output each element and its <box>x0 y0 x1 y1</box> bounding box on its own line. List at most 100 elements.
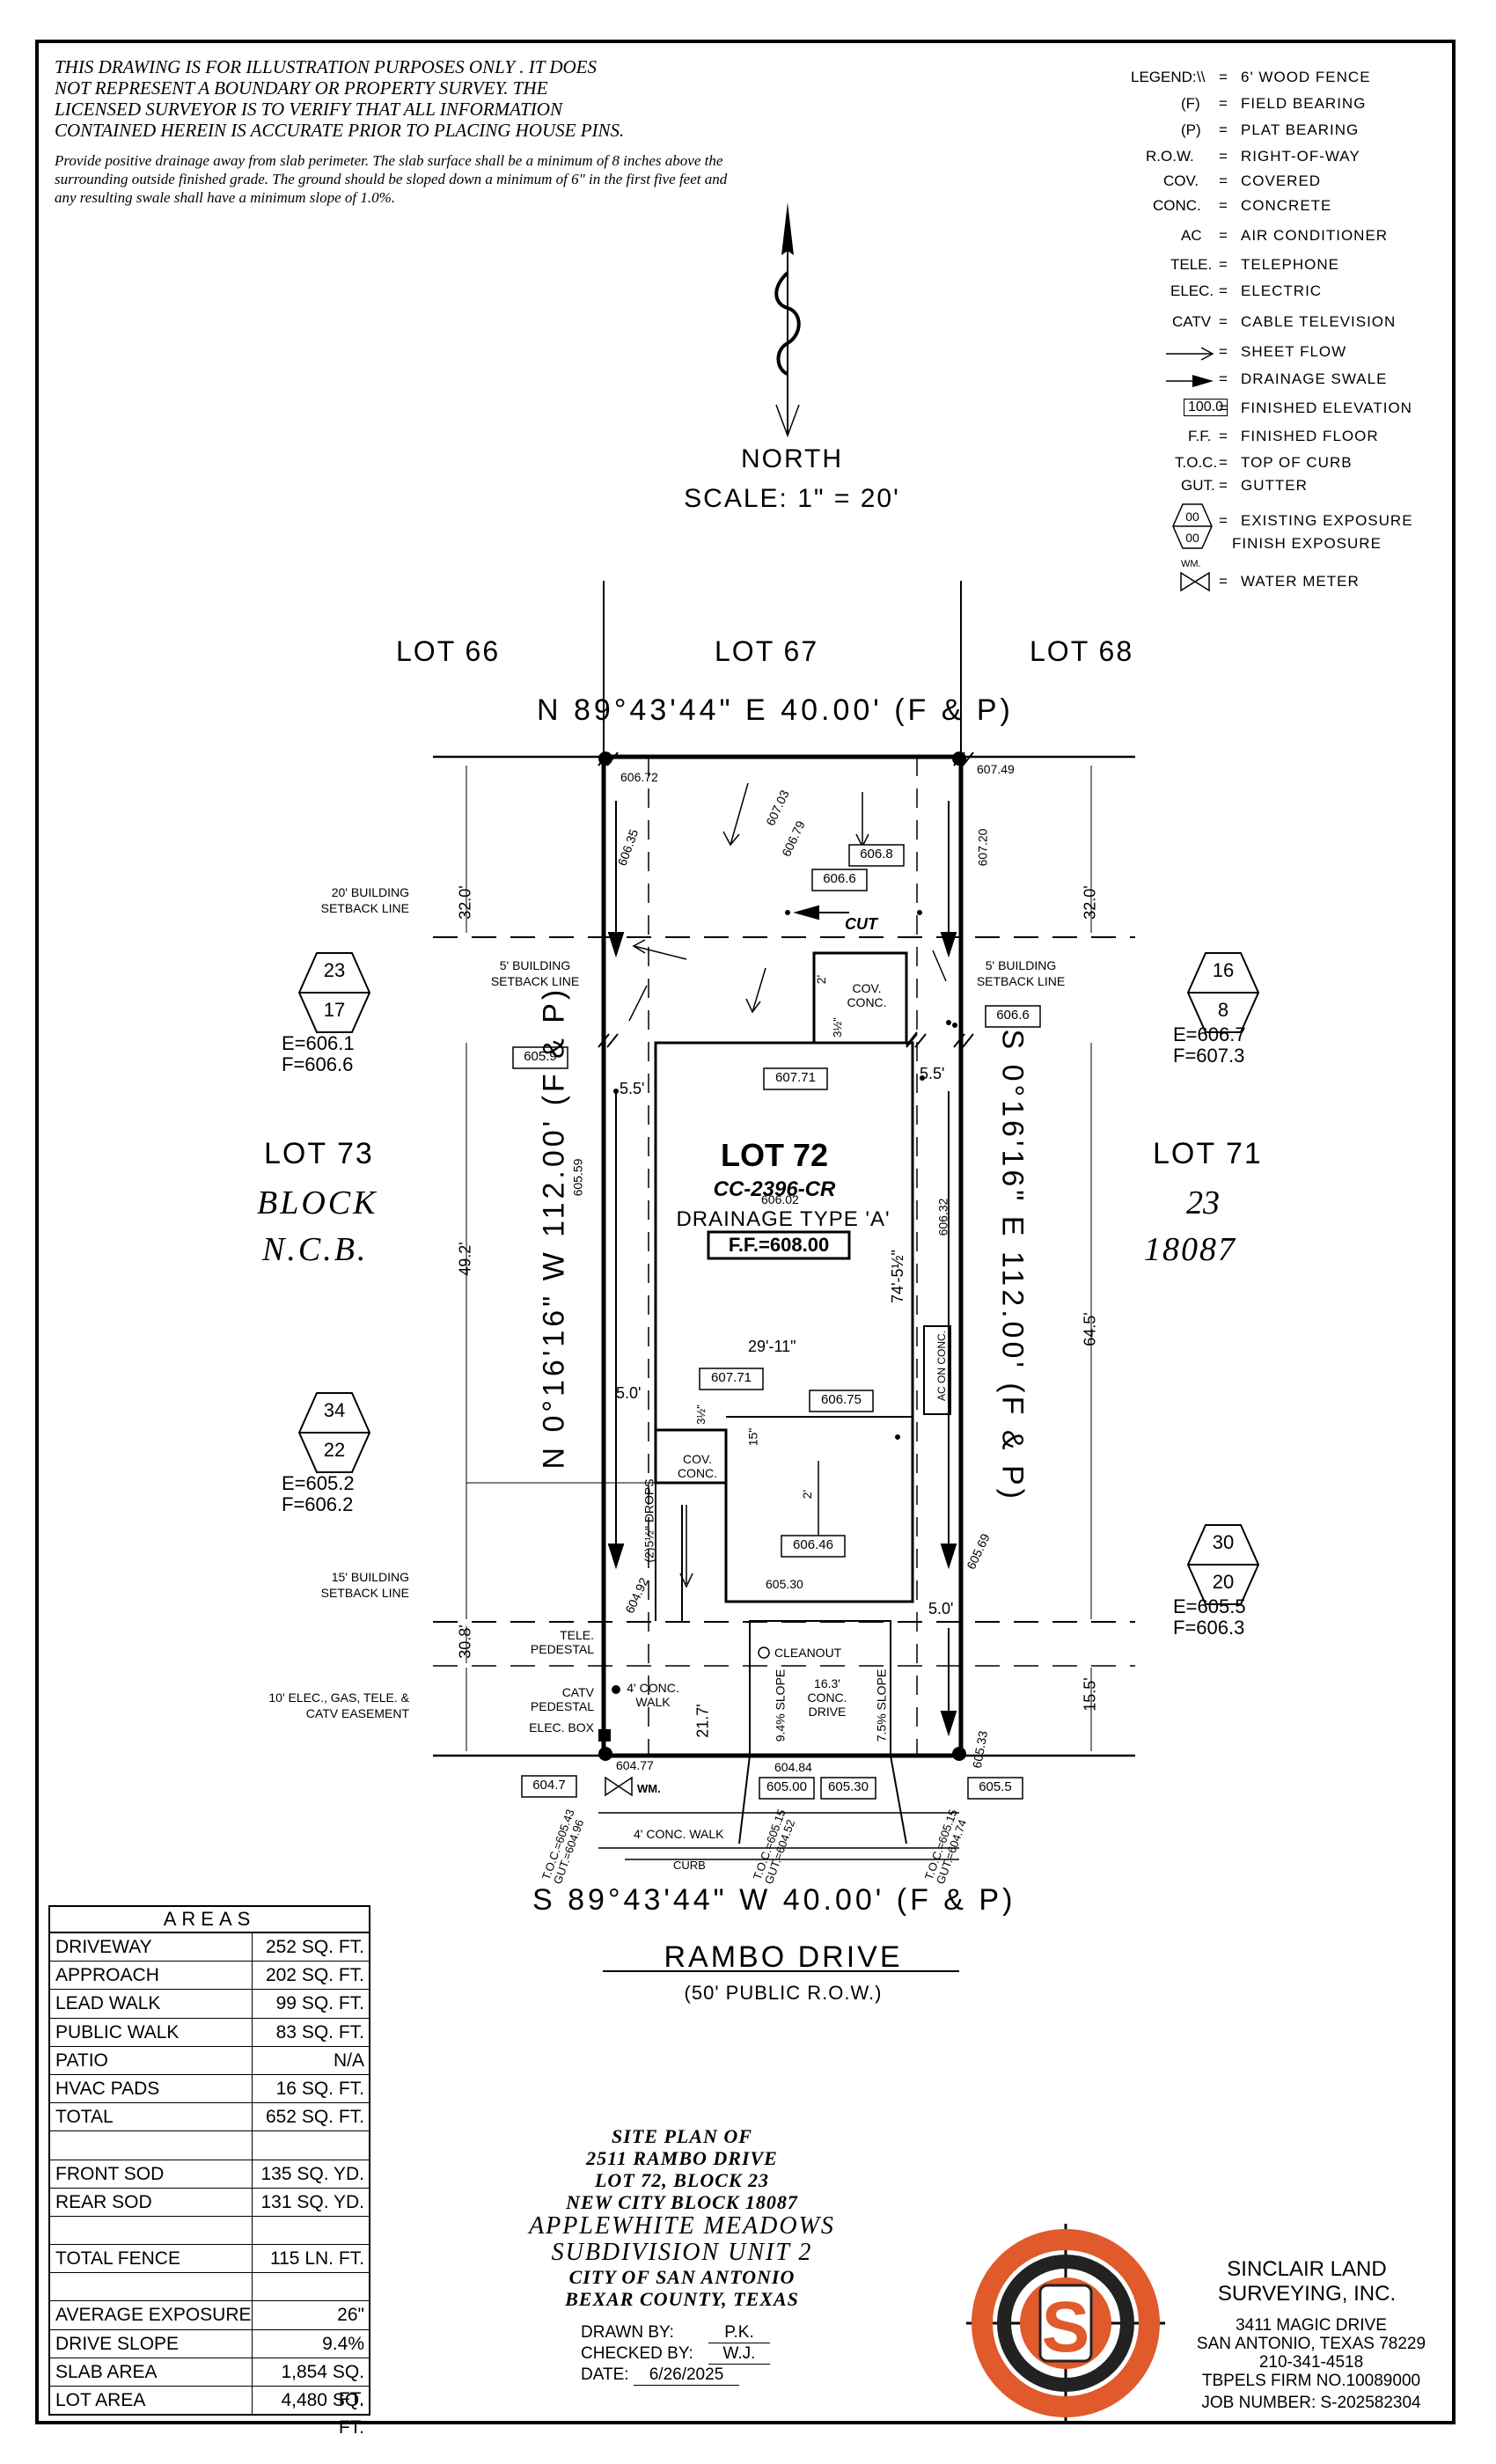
dimension: 21.7' <box>693 1704 712 1738</box>
logo-letter: S <box>1042 2287 1090 2367</box>
dimension: 30.8' <box>456 1624 474 1659</box>
drainage-note: Provide positive drainage away from slab… <box>55 152 728 206</box>
legend-symbol: R.O.W. <box>1146 148 1194 165</box>
dimension: 5.5' <box>620 1080 645 1097</box>
areas-row <box>50 2216 369 2246</box>
legend-symbol: T.O.C. <box>1175 454 1218 471</box>
legend-text: TELEPHONE <box>1241 256 1339 273</box>
elevation: 605.59 <box>570 1158 585 1197</box>
legend-text: AIR CONDITIONER <box>1241 227 1389 244</box>
drops-label: (2)5½" DROPS <box>642 1478 656 1563</box>
setback-side-label: 5' BUILDING SETBACK LINE <box>976 958 1066 988</box>
company-address: SAN ANTONIO, TEXAS 78229 <box>1196 2335 1426 2353</box>
title-line: LOT 72, BLOCK 23 <box>594 2169 770 2191</box>
exposure-e: E=606.7 <box>1173 1023 1246 1045</box>
lot-label: LOT 71 <box>1153 1137 1263 1170</box>
elec-box-label: ELEC. BOX <box>529 1720 594 1734</box>
legend-text: FINISH EXPOSURE <box>1232 535 1382 552</box>
areas-row <box>50 2273 369 2302</box>
dimension: 5.0' <box>616 1384 642 1402</box>
disclaimer-line: LICENSED SURVEYOR IS TO VERIFY THAT ALL … <box>55 99 562 120</box>
water-meter-icon <box>605 1776 633 1797</box>
setback-front-label: 20' BUILDING SETBACK LINE <box>320 885 409 915</box>
legend-symbol: TELE. <box>1170 256 1213 273</box>
legend-text: COVERED <box>1241 172 1322 189</box>
legend-text: EXISTING EXPOSURE <box>1241 512 1413 529</box>
legend-text: CONCRETE <box>1241 197 1332 214</box>
legend-symbol: CATV <box>1172 313 1212 330</box>
dimension: 32.0' <box>1081 885 1099 920</box>
lot-main-label: LOT 72 <box>720 1137 829 1173</box>
legend-row: T.O.C. = TOP OF CURB <box>1175 454 1353 471</box>
plan-code: CC-2396-CR <box>713 1177 836 1201</box>
block-label: 23 <box>1186 1184 1220 1221</box>
exposure-e: E=605.5 <box>1173 1595 1246 1617</box>
disclaimer-line: NOT REPRESENT A BOUNDARY OR PROPERTY SUR… <box>55 77 548 99</box>
company-firm: TBPELS FIRM NO.10089000 <box>1201 2372 1421 2390</box>
legend-text: TOP OF CURB <box>1241 454 1353 471</box>
legend-row: CATV = CABLE TELEVISION <box>1172 313 1397 330</box>
elevation-box: 606.6 <box>823 871 856 886</box>
elevation: 606.72 <box>620 770 658 784</box>
cut-label: CUT <box>845 915 877 933</box>
slope-label: 9.4% SLOPE <box>773 1668 788 1742</box>
legend-text: RIGHT-OF-WAY <box>1241 148 1360 165</box>
cov-conc-label: COV. CONC. <box>677 1452 718 1480</box>
legend-text: GUTTER <box>1241 477 1308 494</box>
dimension: 29'-11" <box>748 1338 796 1355</box>
legend-symbol: (P) <box>1181 121 1201 138</box>
elevation-box: 605.00 <box>766 1779 807 1794</box>
exposure-finish: 00 <box>1185 531 1199 545</box>
water-meter-icon <box>1180 571 1210 592</box>
elevation-box: 606.6 <box>996 1008 1030 1023</box>
company-address-block: 3411 MAGIC DRIVE SAN ANTONIO, TEXAS 7822… <box>1166 2316 1456 2412</box>
bearing-top: N 89°43'44" E 40.00' (F & P) <box>537 693 1014 727</box>
exposure-existing: 00 <box>1185 510 1199 524</box>
finished-floor: F.F.=608.00 <box>728 1234 830 1256</box>
dimension: 74'-5½" <box>888 1250 906 1303</box>
legend-row: LEGEND: \\ = 6' WOOD FENCE <box>1131 69 1371 85</box>
setback-rear-label: 15' BUILDING SETBACK LINE <box>320 1570 409 1600</box>
dimension: 2' <box>814 974 829 985</box>
company-logo: S <box>966 2224 1165 2423</box>
lot-label: LOT 66 <box>396 635 501 667</box>
elevation: 607.20 <box>975 828 990 867</box>
legend-symbol: (F) <box>1181 95 1200 112</box>
drop-dim: 3½" <box>693 1404 708 1425</box>
elevation: 604.77 <box>616 1758 654 1772</box>
legend-text: 6' WOOD FENCE <box>1241 69 1371 85</box>
legend-row: (P) = PLAT BEARING <box>1181 121 1360 138</box>
legend-symbol: ELEC. <box>1170 282 1214 299</box>
drawing-border <box>35 40 1456 2424</box>
setback-side-label: 5' BUILDING SETBACK LINE <box>490 958 580 988</box>
dimension: 64.5' <box>1081 1312 1099 1346</box>
dimension: 49.2' <box>456 1242 474 1276</box>
legend-text: DRAINAGE SWALE <box>1241 370 1388 387</box>
legend-text: FINISHED FLOOR <box>1241 428 1379 444</box>
water-meter-label: WM. <box>1181 559 1201 569</box>
conc-walk-label: 4' CONC. WALK <box>627 1681 679 1709</box>
north-label: NORTH <box>740 444 844 473</box>
legend-row: = DRAINAGE SWALE <box>1100 370 1452 393</box>
exposure-finish: 17 <box>323 999 346 1021</box>
legend-text: FIELD BEARING <box>1241 95 1367 112</box>
title-line: NEW CITY BLOCK 18087 <box>566 2191 798 2213</box>
drawn-by: P.K. <box>708 2323 770 2343</box>
elevation-box: 604.7 <box>532 1778 566 1793</box>
date: 6/26/2025 <box>634 2365 739 2386</box>
north-arrow-icon <box>774 202 801 438</box>
legend-symbol: CONC. <box>1153 197 1201 214</box>
row-label: (50' PUBLIC R.O.W.) <box>684 1982 883 2004</box>
exposure-finish: 8 <box>1217 999 1229 1021</box>
company-address: 3411 MAGIC DRIVE <box>1236 2316 1387 2335</box>
catv-pedestal-label: CATV PEDESTAL <box>530 1685 594 1713</box>
slope-label: 7.5% SLOPE <box>874 1668 889 1742</box>
company-name: SINCLAIR LAND <box>1227 2257 1387 2281</box>
